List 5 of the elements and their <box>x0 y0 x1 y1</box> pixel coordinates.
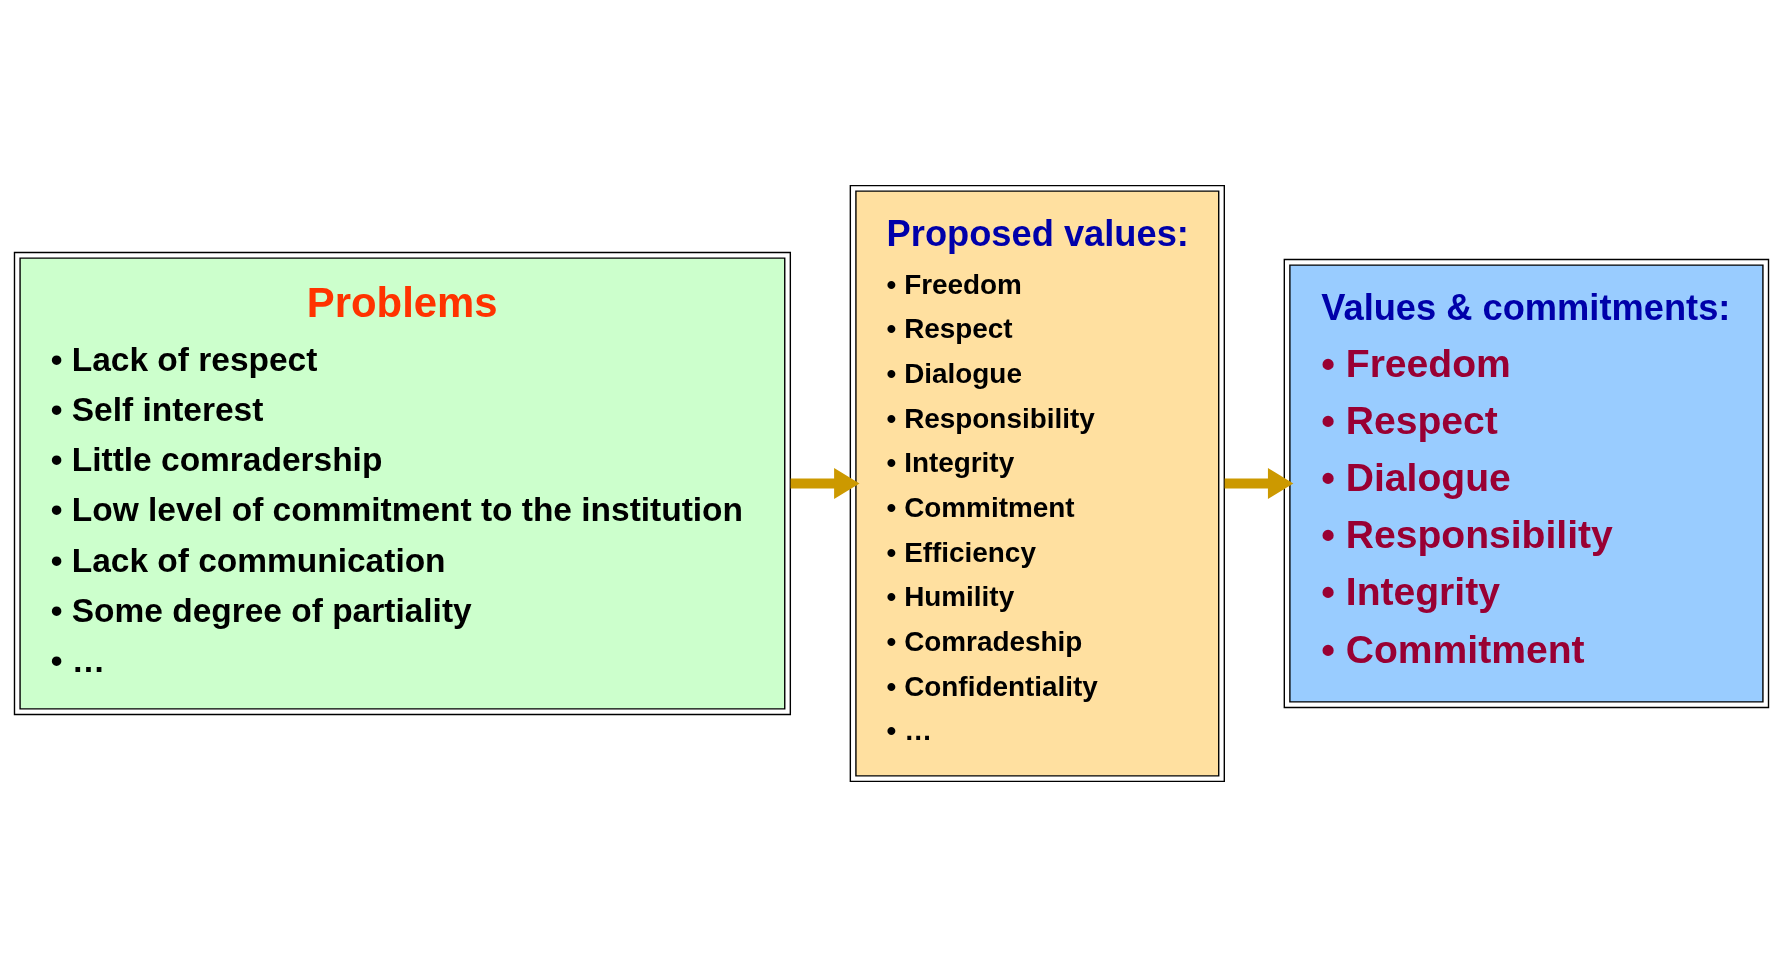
arrow <box>1224 467 1294 499</box>
node-box: Values & commitments: • Freedom • Respect • Dialogue • Responsibility • Integrity • Commitment <box>1283 258 1770 708</box>
arrow <box>790 467 860 499</box>
node-box: Problems • Lack of respect • Self interest • Little comradership • Low level of commitment to the institution • Lack of communication • Some degree of partiality • … <box>13 251 792 715</box>
node-box: Proposed values: • Freedom • Respect • Dialogue • Responsibility • Integrity • Commitment • Efficiency • Humility • Comradeship • Confidentiality • … <box>849 184 1225 782</box>
